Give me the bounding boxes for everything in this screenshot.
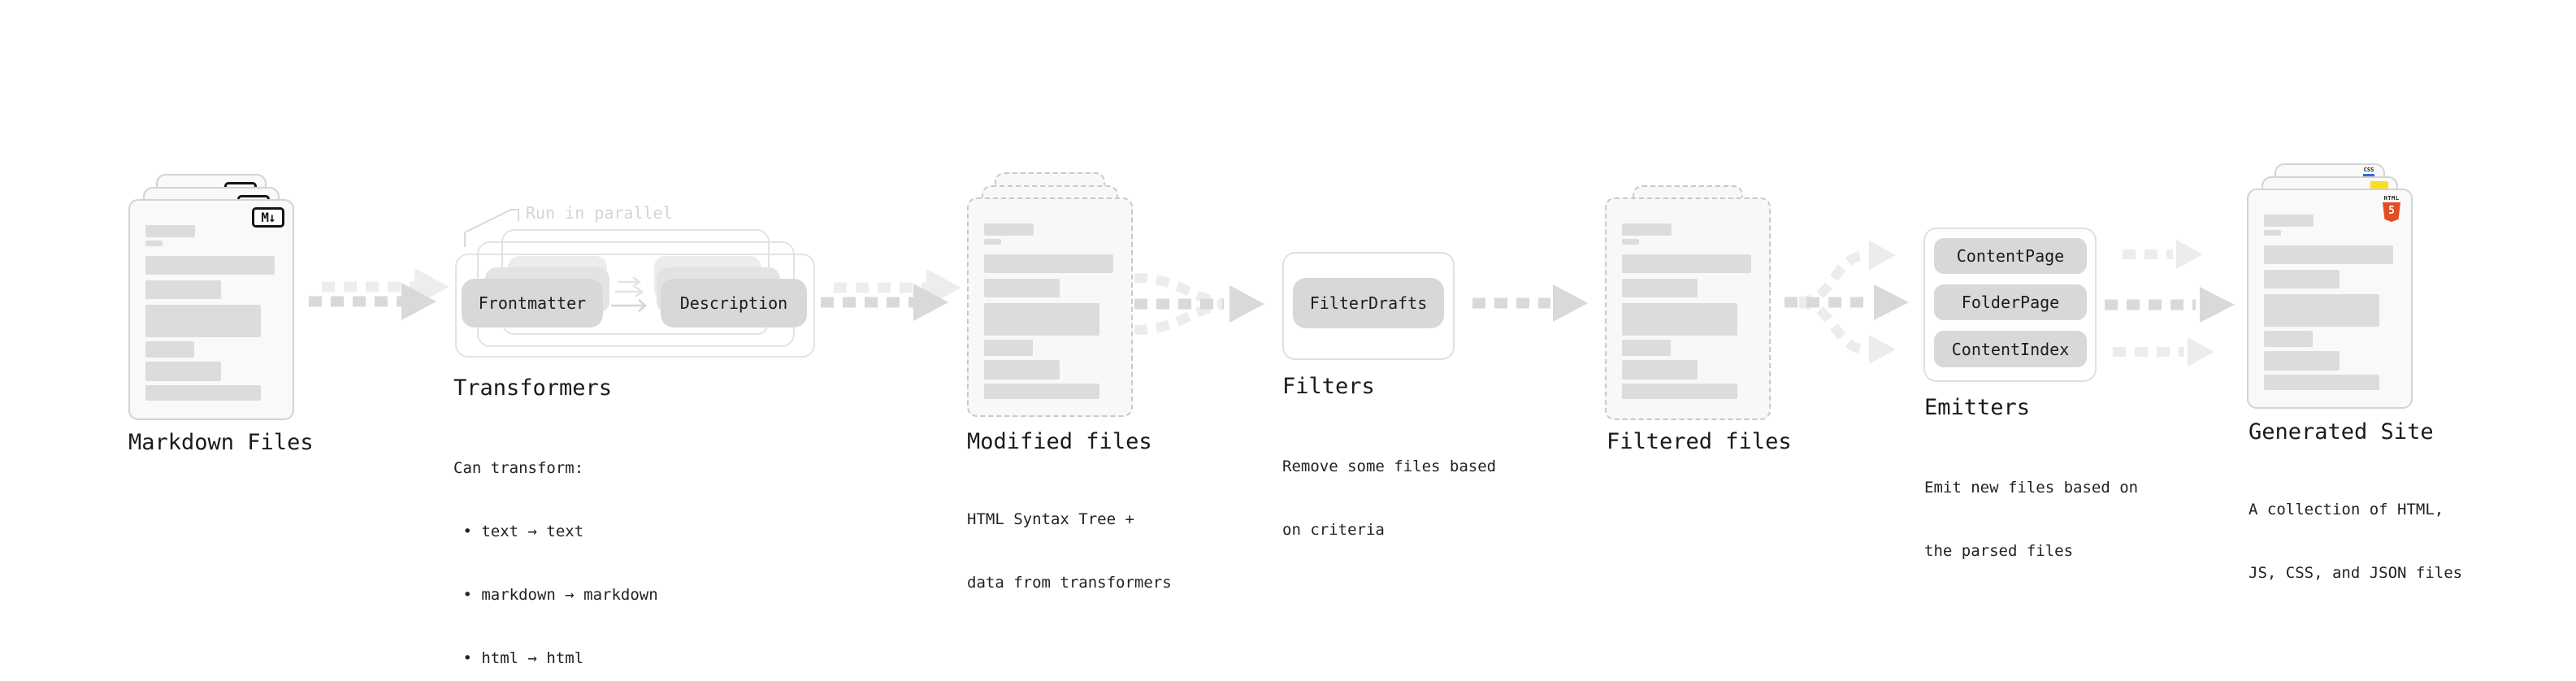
text-line-bar <box>1622 384 1737 399</box>
text-line-bar <box>984 239 1001 245</box>
text-line-bar <box>145 256 275 275</box>
document-text-placeholder <box>2264 190 2395 407</box>
text-line-bar <box>145 241 163 246</box>
transformers-title: Transformers <box>453 375 613 401</box>
filters-desc-line: Remove some files based <box>1282 458 1497 475</box>
text-line-bar <box>984 340 1033 356</box>
css-icon-label: CSS <box>2363 167 2374 173</box>
arrow-filtered-to-emitters <box>1785 241 1909 364</box>
modified-files-title: Modified files <box>967 429 1152 454</box>
text-line-bar <box>2264 375 2379 390</box>
text-line-bar <box>145 280 222 299</box>
arrow-emitters-to-generated-bottom <box>2113 337 2214 367</box>
text-line-bar <box>2264 270 2340 288</box>
text-line-bar <box>1622 239 1639 245</box>
text-line-bar <box>145 225 196 237</box>
run-in-parallel-leader-line <box>464 209 519 247</box>
generated-site-card-front: HTML 5 <box>2247 189 2413 409</box>
markdown-icon: M↓ <box>252 207 284 228</box>
transformer-layer-front <box>455 254 815 358</box>
document-text-placeholder <box>145 201 276 419</box>
emitters-description: Emit new files based on the parsed files <box>1924 435 2138 604</box>
text-line-bar <box>145 385 261 401</box>
js-icon <box>2370 181 2388 189</box>
frontmatter-transformer-box: Frontmatter <box>462 279 603 327</box>
text-line-bar <box>145 341 194 358</box>
text-line-bar <box>1622 254 1752 273</box>
generated-site-description: A collection of HTML, JS, CSS, and JSON … <box>2249 457 2462 626</box>
transformers-description: Can transform: • text → text • markdown … <box>453 415 658 681</box>
transformers-desc-line: • text → text <box>453 523 584 540</box>
text-line-bar <box>984 360 1060 380</box>
html5-icon: HTML 5 <box>2383 195 2400 222</box>
arrow-markdown-to-transformers <box>309 283 436 320</box>
css-icon: CSS <box>2362 167 2375 176</box>
modified-file-card-front <box>967 197 1133 417</box>
generated-desc-line: A collection of HTML, <box>2249 501 2444 518</box>
generated-desc-line: JS, CSS, and JSON files <box>2249 564 2463 582</box>
arrow-emitters-to-generated-top <box>2123 240 2203 269</box>
modified-desc-line: data from transformers <box>967 574 1172 592</box>
filterdrafts-box: FilterDrafts <box>1293 278 1444 328</box>
transformers-desc-line: Can transform: <box>453 459 584 477</box>
text-line-bar <box>984 279 1060 297</box>
text-line-bar <box>145 362 222 381</box>
filtered-files-title: Filtered files <box>1607 429 1792 454</box>
text-line-bar <box>1622 223 1672 236</box>
transformers-desc-line: • markdown → markdown <box>453 586 658 604</box>
frontmatter-to-description-arrows <box>611 276 647 312</box>
html5-icon-shield: 5 <box>2383 202 2400 222</box>
css-icon-underline <box>2363 174 2374 176</box>
filters-description: Remove some files based on criteria <box>1282 414 1496 583</box>
text-line-bar <box>2264 351 2340 371</box>
generated-site-title: Generated Site <box>2249 419 2434 445</box>
arrow-emitters-to-generated-middle <box>2105 287 2235 323</box>
emitters-desc-line: the parsed files <box>1924 542 2074 560</box>
modified-files-description: HTML Syntax Tree + data from transformer… <box>967 466 1172 635</box>
markdown-files-title: Markdown Files <box>128 430 314 455</box>
contentpage-box: ContentPage <box>1934 238 2087 274</box>
modified-desc-line: HTML Syntax Tree + <box>967 510 1134 528</box>
text-line-bar <box>1622 360 1698 380</box>
text-line-bar <box>2264 331 2313 347</box>
text-line-bar <box>1622 303 1737 336</box>
contentindex-box: ContentIndex <box>1934 331 2087 367</box>
text-line-bar <box>2264 230 2281 236</box>
arrow-modified-to-filters <box>1134 273 1264 335</box>
description-transformer-box: Description <box>661 279 807 327</box>
arrow-filters-to-filtered <box>1472 284 1588 322</box>
text-line-bar <box>984 384 1099 399</box>
text-line-bar <box>2264 294 2379 327</box>
text-line-bar <box>984 223 1034 236</box>
text-line-bar <box>984 254 1114 273</box>
document-text-placeholder <box>984 199 1115 415</box>
filtered-file-card-front <box>1605 197 1771 420</box>
text-line-bar <box>2264 245 2394 264</box>
emitters-title: Emitters <box>1924 395 2031 420</box>
text-line-bar <box>1622 340 1671 356</box>
run-in-parallel-note: Run in parallel <box>526 203 673 223</box>
arrow-transformers-to-modified <box>821 284 948 321</box>
markdown-file-card-front: M↓ <box>128 199 294 420</box>
text-line-bar <box>984 303 1099 336</box>
transformers-desc-line: • html → html <box>453 649 584 667</box>
folderpage-box: FolderPage <box>1934 284 2087 320</box>
text-line-bar <box>145 305 261 337</box>
filters-title: Filters <box>1282 374 1375 399</box>
text-line-bar <box>2264 215 2314 227</box>
emitters-desc-line: Emit new files based on <box>1924 479 2139 497</box>
html5-icon-label: HTML <box>2383 195 2400 202</box>
document-text-placeholder <box>1622 199 1753 419</box>
text-line-bar <box>1622 279 1698 297</box>
filters-desc-line: on criteria <box>1282 521 1385 539</box>
